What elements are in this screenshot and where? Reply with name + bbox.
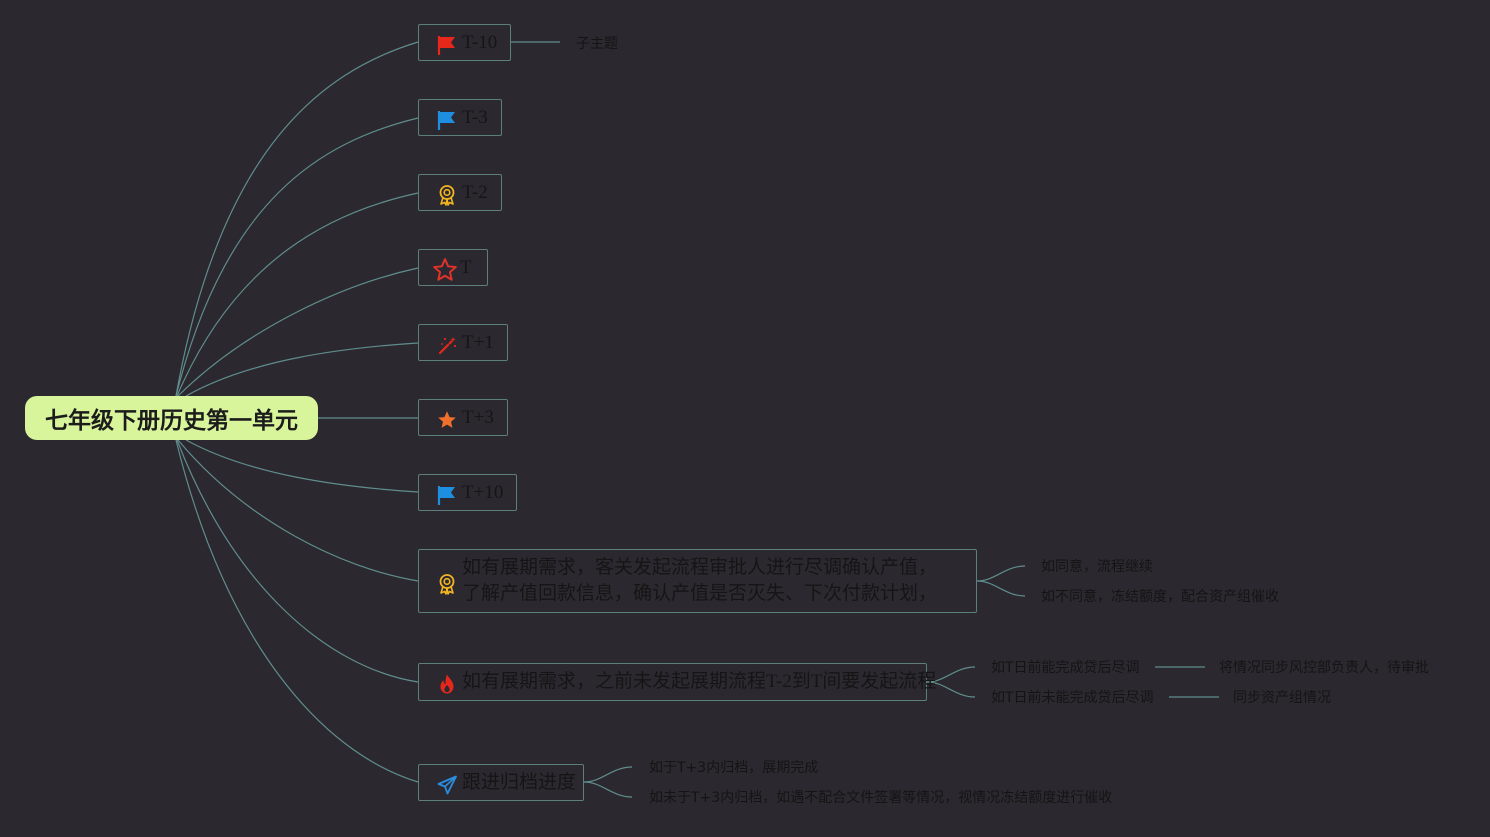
connector-line [176,192,419,397]
root-topic-label: 七年级下册历史第一单元 [45,408,298,434]
subtopic[interactable]: 将情况同步风控部负责人，待审批 [1219,660,1429,676]
topic-archive-progress[interactable]: 跟进归档进度 [418,764,584,801]
award-medal-icon [439,185,455,206]
paper-plane-icon [437,775,457,795]
flag-red-icon [437,36,455,55]
connector-line [583,781,633,798]
subtopic[interactable]: 如同意，流程继续 [1041,559,1153,575]
connector-line [176,439,419,683]
topic-label: T+3 [462,407,494,428]
fire-icon [440,674,454,694]
subtopic[interactable]: 子主题 [576,36,618,52]
connector-line [583,766,633,783]
topic-label: 如有展期需求，客关发起流程审批人进行尽调确认产值，了解产值回款信息，确认产值是否… [462,557,938,604]
topic-t[interactable]: T [418,249,488,286]
subtopic[interactable]: 如于T+3内归档，展期完成 [649,760,819,776]
topic-t-plus-10[interactable]: T+10 [418,474,517,511]
topic-t-minus-10[interactable]: T-10 [418,24,511,61]
connector-line [175,439,419,783]
topic-t-minus-3[interactable]: T-3 [418,99,502,136]
subtopic[interactable]: 如未于T+3内归档，如遇不配合文件签署等情况，视情况冻结额度进行催收 [649,790,1113,806]
root-topic[interactable]: 七年级下册历史第一单元 [25,396,318,440]
subtopic[interactable]: 如T日前未能完成贷后尽调 [991,690,1154,706]
connector-line [177,439,419,582]
topic-t-plus-1[interactable]: T+1 [418,324,508,361]
connector-line [976,565,1026,582]
connector-line [177,267,419,397]
connector-line [175,41,419,397]
connector-line [185,439,419,493]
topic-label: T-10 [462,32,498,53]
topic-label: T+10 [462,482,504,503]
flag-blue-icon [437,486,455,505]
topic-label: T-2 [462,182,488,203]
flag-blue-icon [437,111,455,130]
subtopic[interactable]: 如T日前能完成贷后尽调 [991,660,1140,676]
topic-label: 如有展期需求，之前未发起展期流程T-2到T间要发起流程 [462,671,937,692]
subtopic[interactable]: 同步资产组情况 [1233,690,1331,706]
connector-line [175,117,419,397]
magic-wand-icon [438,337,457,355]
topic-t-plus-3[interactable]: T+3 [418,399,508,436]
topic-label: 跟进归档进度 [462,772,577,793]
award-medal-icon [439,574,455,595]
topic-label: T+1 [462,332,494,353]
connector-line [185,342,419,397]
star-filled-icon [438,411,456,428]
topic-extension-request[interactable]: 如有展期需求，客关发起流程审批人进行尽调确认产值，了解产值回款信息，确认产值是否… [418,549,977,613]
topic-label: T [460,257,472,278]
topic-label: T-3 [462,107,488,128]
topic-extension-flow[interactable]: 如有展期需求，之前未发起展期流程T-2到T间要发起流程 [418,663,936,701]
topic-t-minus-2[interactable]: T-2 [418,174,502,211]
subtopic[interactable]: 如不同意，冻结额度，配合资产组催收 [1041,589,1279,605]
star-outline-icon [433,258,457,281]
connector-line [976,580,1026,597]
